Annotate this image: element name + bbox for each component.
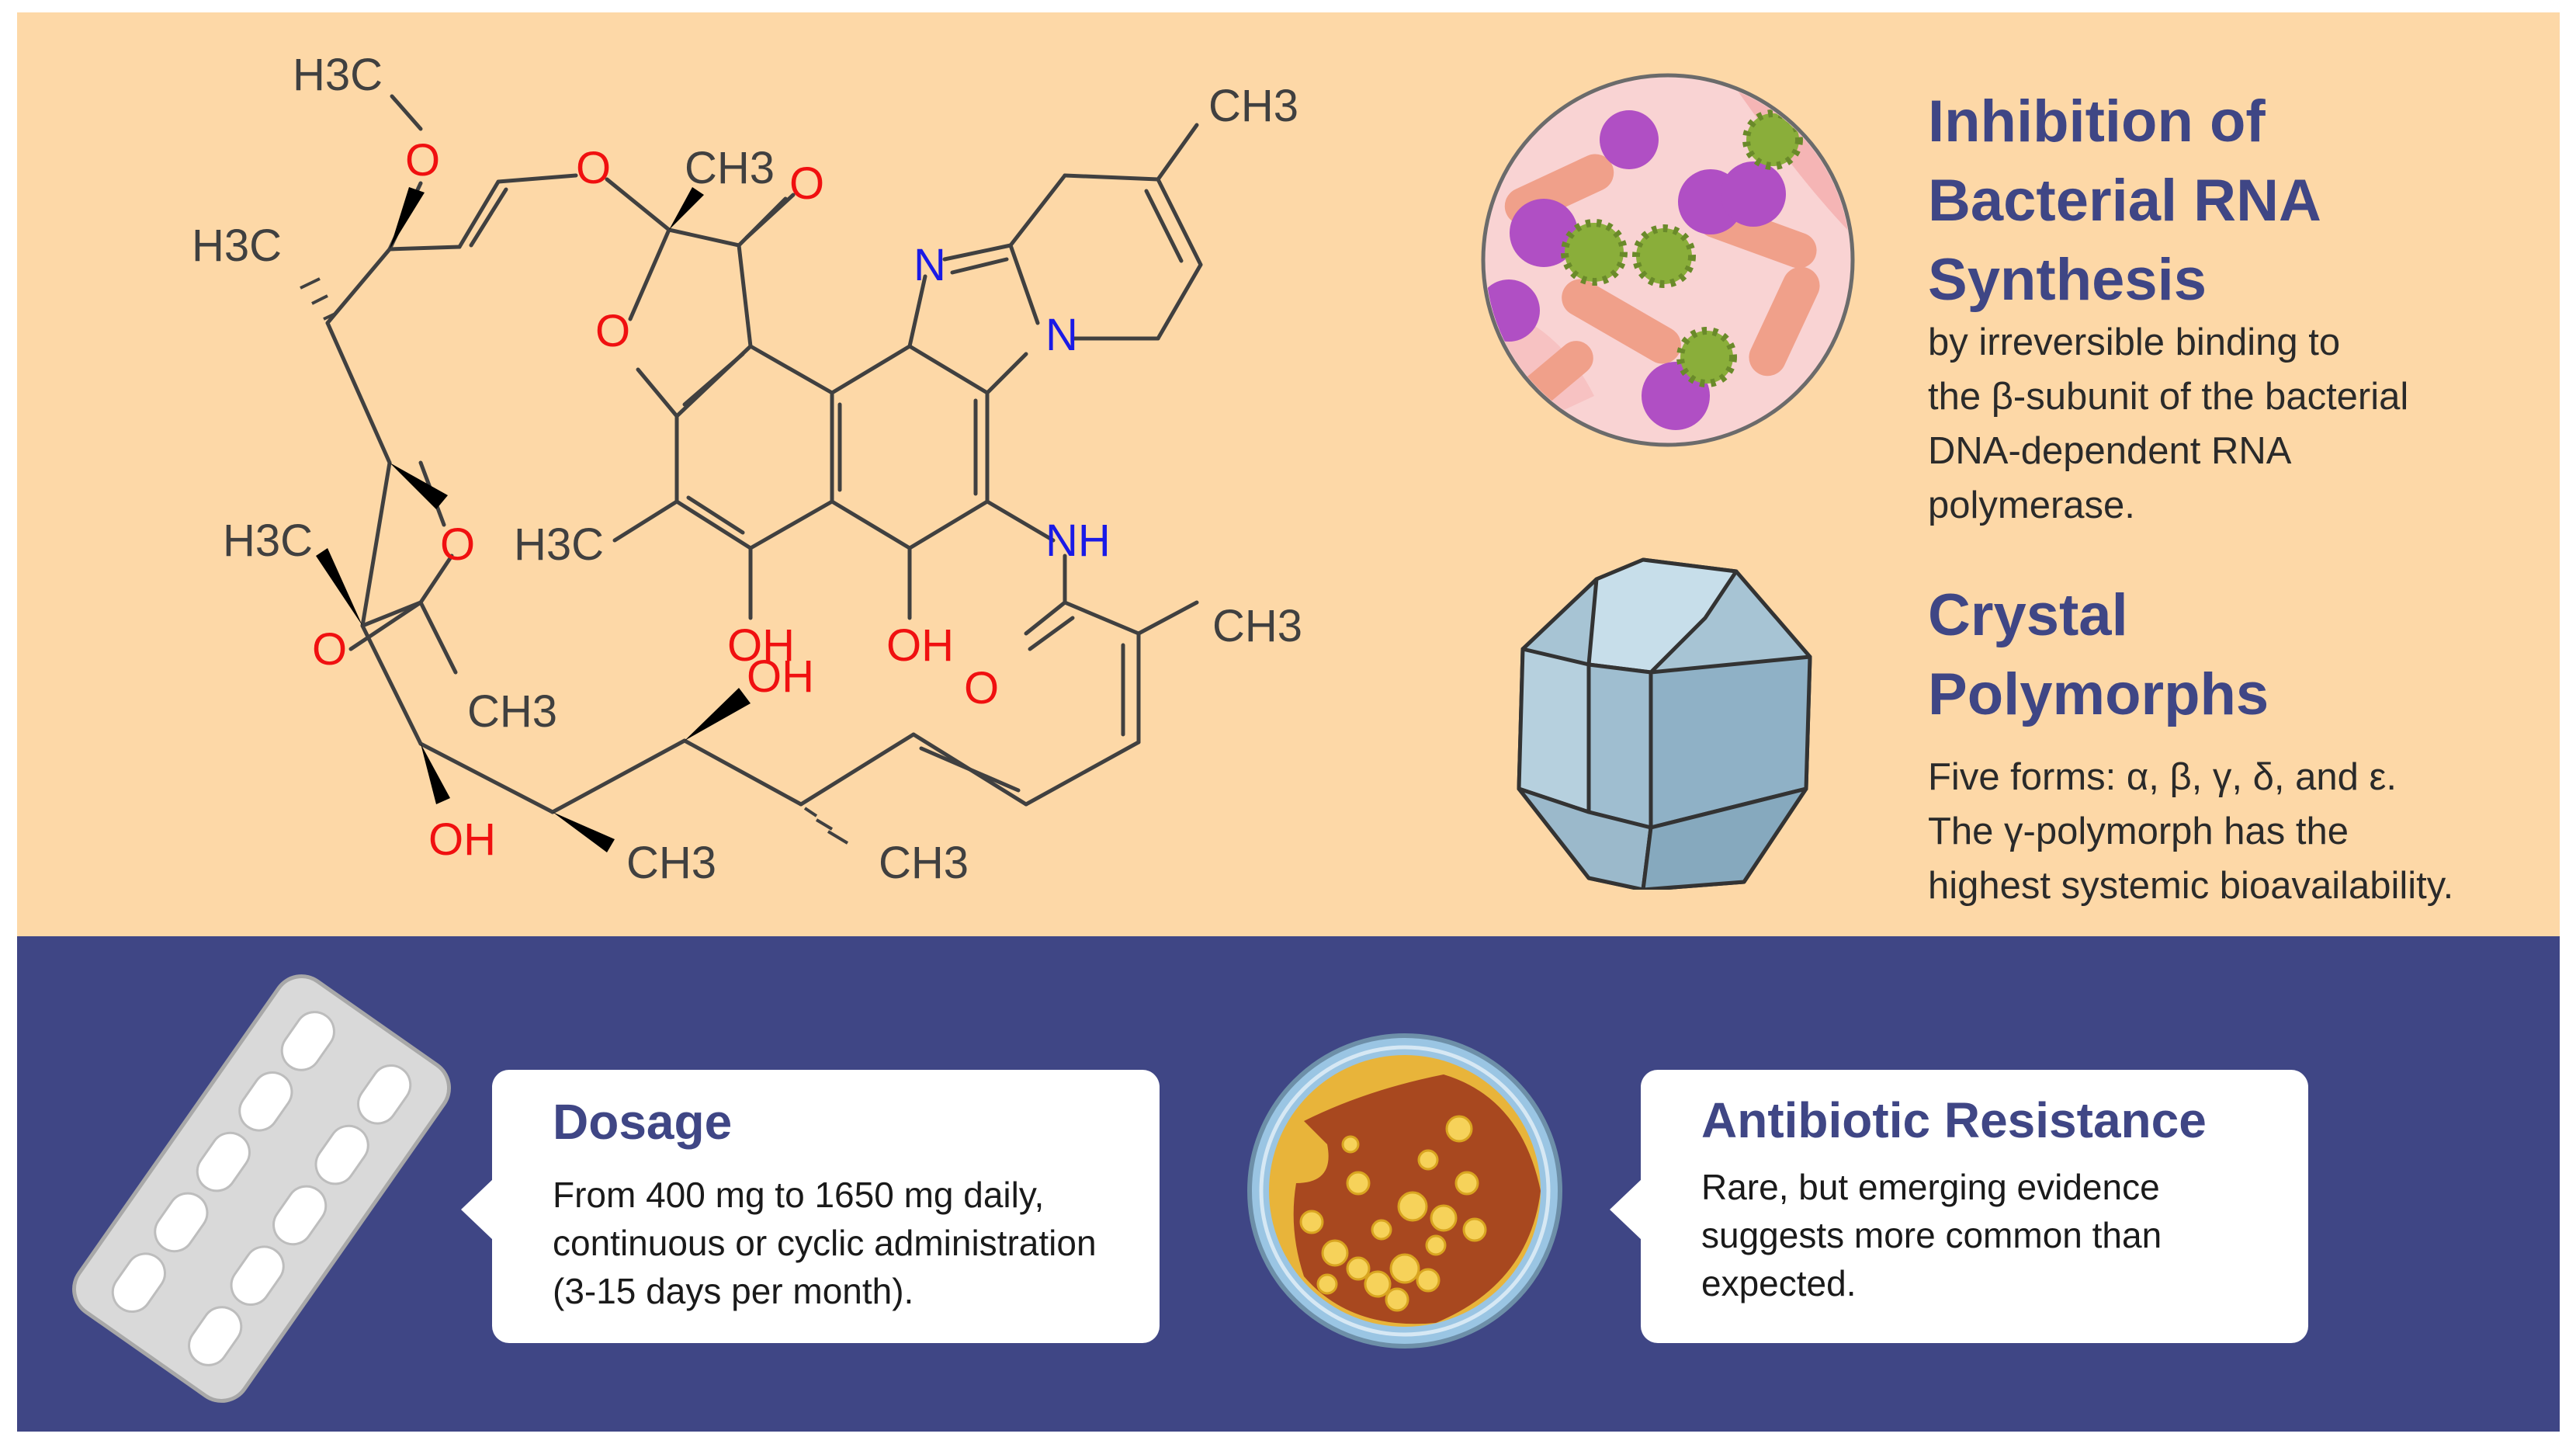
label-n-imine: N (914, 240, 946, 290)
label-h3c-top: H3C (293, 50, 383, 100)
bacteria-illustration-icon (1481, 73, 1855, 447)
crystal-title-line1: Crystal (1928, 582, 2128, 648)
top-panel: H3C O O CH3 O H3C O N N CH3 H3C O O CH3 … (17, 12, 2560, 936)
label-oh-right: OH (886, 620, 954, 671)
inhibition-body-line1: by irreversible binding to (1928, 321, 2341, 363)
crystal-title-line2: Polymorphs (1928, 661, 2269, 727)
dosage-title: Dosage (553, 1094, 733, 1150)
resistance-body-line2: suggests more common than (1701, 1215, 2162, 1255)
label-h3c-acetate: H3C (223, 515, 313, 566)
inhibition-body-line3: DNA-dependent RNA (1928, 430, 2292, 472)
label-o-furan: O (595, 306, 630, 356)
label-o-amide: O (964, 663, 999, 713)
resistance-body: Rare, but emerging evidence suggests mor… (1701, 1163, 2291, 1307)
label-ch3-bottom-right: CH3 (879, 838, 969, 888)
label-oh-bottom: OH (428, 814, 496, 865)
crystal-body: Five forms: α, β, γ, δ, and ε. The γ-pol… (1928, 750, 2453, 913)
label-ch3-pyridine: CH3 (1208, 81, 1298, 131)
label-ch3-bottom-left: CH3 (626, 838, 716, 888)
label-n-pyridine: N (1045, 310, 1078, 360)
crystal-title: Crystal Polymorphs (1928, 576, 2269, 734)
crystal-body-line3: highest systemic bioavailability. (1928, 865, 2454, 907)
crystal-body-line2: The γ-polymorph has the (1928, 811, 2349, 852)
inhibition-title-line2: Bacterial RNA (1928, 168, 2321, 234)
pill-blister-pack-icon (72, 974, 451, 1403)
dosage-body-line1: From 400 mg to 1650 mg daily, (553, 1175, 1045, 1215)
inhibition-body-line2: the β-subunit of the bacterial (1928, 376, 2409, 418)
inhibition-body-line4: polymerase. (1928, 484, 2135, 526)
inhibition-title: Inhibition of Bacterial RNA Synthesis (1928, 82, 2321, 320)
crystal-body-line1: Five forms: α, β, γ, δ, and ε. (1928, 756, 2397, 798)
label-oh-left: OH (727, 620, 795, 671)
label-oh-chain: OH (747, 651, 814, 702)
inhibition-body: by irreversible binding to the β-subunit… (1928, 315, 2408, 533)
resistance-body-line3: expected. (1701, 1263, 1857, 1303)
label-h3c-left: H3C (192, 220, 282, 271)
dosage-body: From 400 mg to 1650 mg daily, continuous… (553, 1171, 1142, 1315)
label-o-methoxy: O (405, 135, 440, 186)
dosage-callout: Dosage From 400 mg to 1650 mg daily, con… (461, 1070, 1160, 1343)
resistance-callout: Antibiotic Resistance Rare, but emerging… (1610, 1070, 2308, 1343)
bottom-panel: Dosage From 400 mg to 1650 mg daily, con… (17, 936, 2560, 1432)
resistance-title: Antibiotic Resistance (1701, 1092, 2207, 1148)
label-ch3-ketal: CH3 (685, 143, 775, 193)
label-o-acetyl: O (312, 624, 347, 675)
label-o-ether: O (576, 143, 611, 193)
label-o-ketone: O (789, 158, 824, 209)
crystal-polyhedron-icon (1517, 557, 1812, 890)
petri-dish-icon (1247, 1033, 1562, 1349)
label-nh: NH (1045, 515, 1111, 566)
label-ch3-acetyl: CH3 (467, 686, 557, 737)
chemical-structure: H3C O O CH3 O H3C O N N CH3 H3C O O CH3 … (192, 50, 1302, 888)
inhibition-title-line1: Inhibition of (1928, 89, 2266, 154)
label-h3c-aromatic: H3C (514, 519, 604, 570)
dosage-body-line2: continuous or cyclic administration (553, 1223, 1097, 1263)
resistance-body-line1: Rare, but emerging evidence (1701, 1167, 2160, 1207)
inhibition-title-line3: Synthesis (1928, 247, 2207, 313)
label-o-ester: O (440, 519, 475, 570)
dosage-body-line3: (3-15 days per month). (553, 1271, 914, 1311)
label-ch3-amide: CH3 (1212, 601, 1302, 651)
